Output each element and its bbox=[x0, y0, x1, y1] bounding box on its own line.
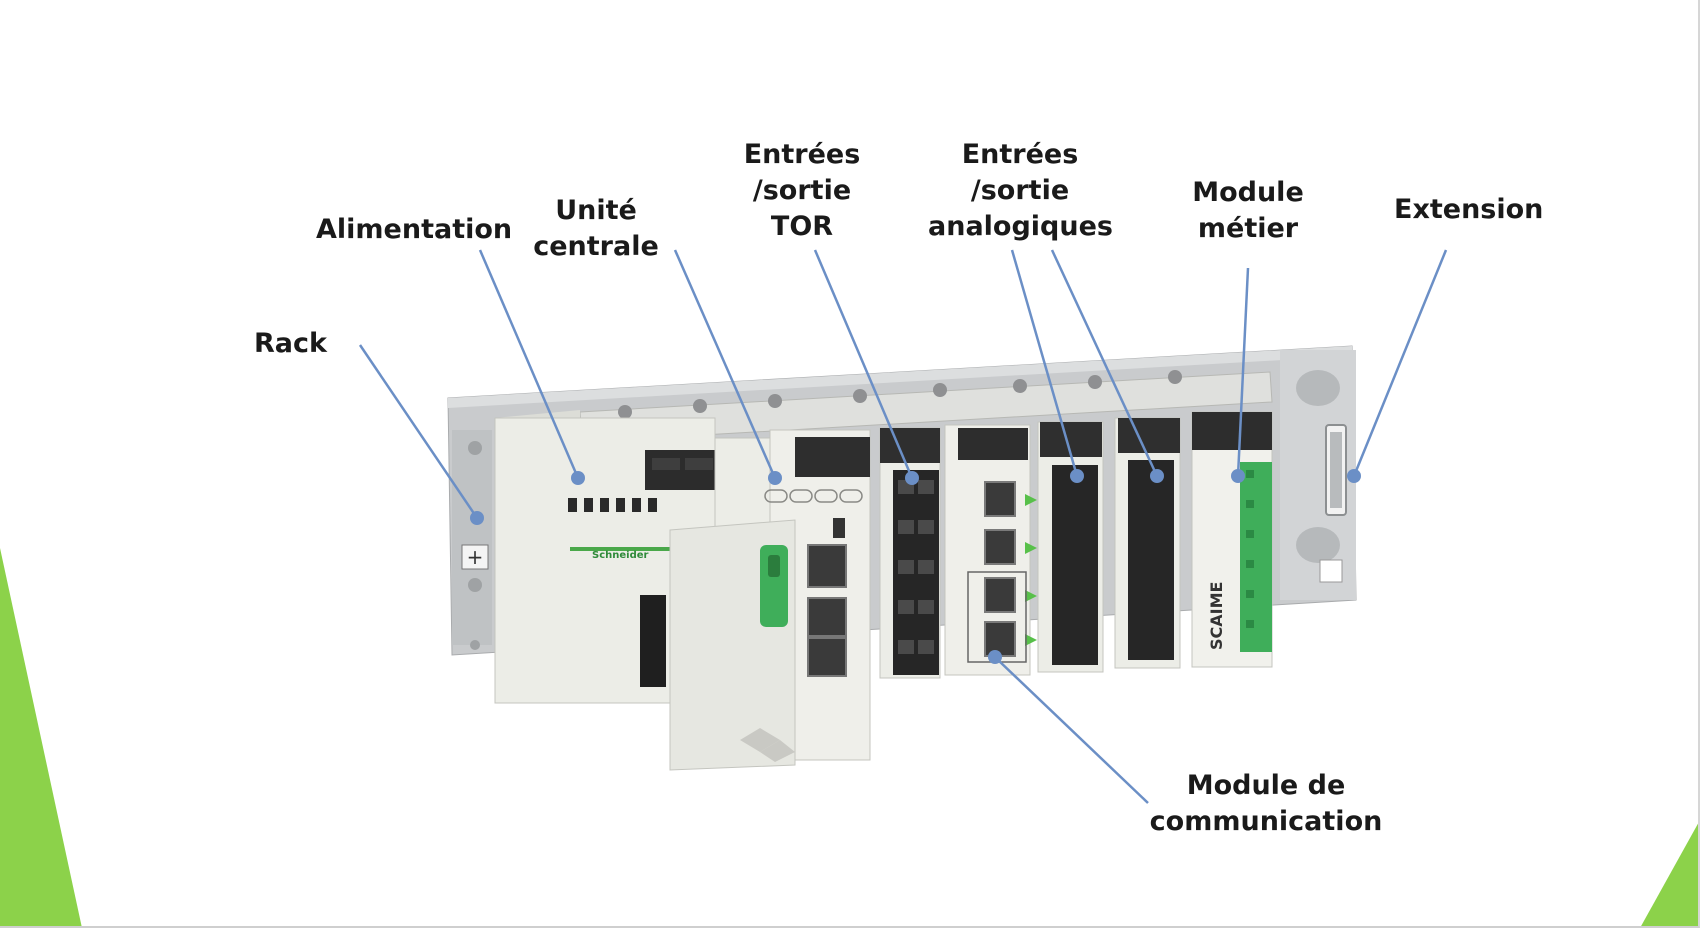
scaime-brand: SCAIME bbox=[1207, 582, 1226, 650]
leader-rack bbox=[358, 344, 477, 516]
business-module: SCAIME bbox=[1191, 411, 1273, 668]
analog-io-module-2 bbox=[1114, 417, 1181, 669]
analog-io-module-1 bbox=[1037, 421, 1104, 673]
leader-alimentation bbox=[478, 249, 580, 479]
dot-rack bbox=[470, 511, 484, 525]
leader-entrees-tor bbox=[813, 249, 914, 479]
label-module-metier: Module métier bbox=[1186, 175, 1310, 247]
dot-extension bbox=[1347, 469, 1361, 483]
label-module-communication: Module de communication bbox=[1148, 768, 1384, 840]
leader-extension bbox=[1352, 249, 1448, 477]
dot-module-metier bbox=[1231, 469, 1245, 483]
label-unite-centrale-line2: centrale bbox=[533, 231, 659, 262]
dot-alimentation bbox=[571, 471, 585, 485]
label-unite-centrale-line1: Unité bbox=[555, 195, 637, 226]
label-module-metier-line2: métier bbox=[1197, 213, 1299, 244]
label-module-metier-line1: Module bbox=[1192, 177, 1304, 208]
dot-unite-centrale bbox=[768, 471, 782, 485]
label-entrees-analogiques-line2: /sortie bbox=[970, 175, 1070, 206]
leader-analog-2 bbox=[1050, 249, 1159, 477]
leader-module-communication bbox=[997, 659, 1149, 804]
svg-text:+: + bbox=[467, 545, 484, 569]
label-entrees-analogiques: Entrées /sortie analogiques bbox=[928, 137, 1113, 245]
dot-analog-2 bbox=[1150, 469, 1164, 483]
label-entrees-analogiques-line3: analogiques bbox=[928, 211, 1113, 242]
label-entrees-analogiques-line1: Entrées bbox=[961, 139, 1079, 170]
module-tops bbox=[579, 370, 1273, 443]
label-entrees-tor-line2: /sortie bbox=[752, 175, 852, 206]
cpu-module bbox=[669, 429, 871, 771]
label-module-communication-line1: Module de bbox=[1186, 770, 1346, 801]
discrete-io-module bbox=[879, 427, 941, 679]
label-entrees-tor-line3: TOR bbox=[770, 211, 834, 242]
leader-module-metier bbox=[1236, 267, 1250, 477]
label-extension: Extension bbox=[1394, 194, 1544, 225]
label-entrees-tor-line1: Entrées bbox=[743, 139, 861, 170]
leader-unite-centrale bbox=[673, 249, 777, 479]
dot-entrees-tor bbox=[905, 471, 919, 485]
left-green-triangle bbox=[0, 548, 82, 928]
label-rack: Rack bbox=[254, 328, 327, 359]
label-entrees-tor: Entrées /sortie TOR bbox=[742, 137, 862, 245]
label-module-communication-line2: communication bbox=[1149, 806, 1383, 837]
schneider-logo: Schneider bbox=[592, 550, 649, 561]
leader-analog-1 bbox=[1010, 249, 1079, 477]
right-green-triangle bbox=[1640, 820, 1700, 928]
dot-analog-1 bbox=[1070, 469, 1084, 483]
dot-module-communication bbox=[988, 650, 1002, 664]
label-unite-centrale: Unité centrale bbox=[532, 193, 660, 265]
label-alimentation: Alimentation bbox=[316, 214, 513, 245]
communication-module bbox=[944, 424, 1037, 676]
